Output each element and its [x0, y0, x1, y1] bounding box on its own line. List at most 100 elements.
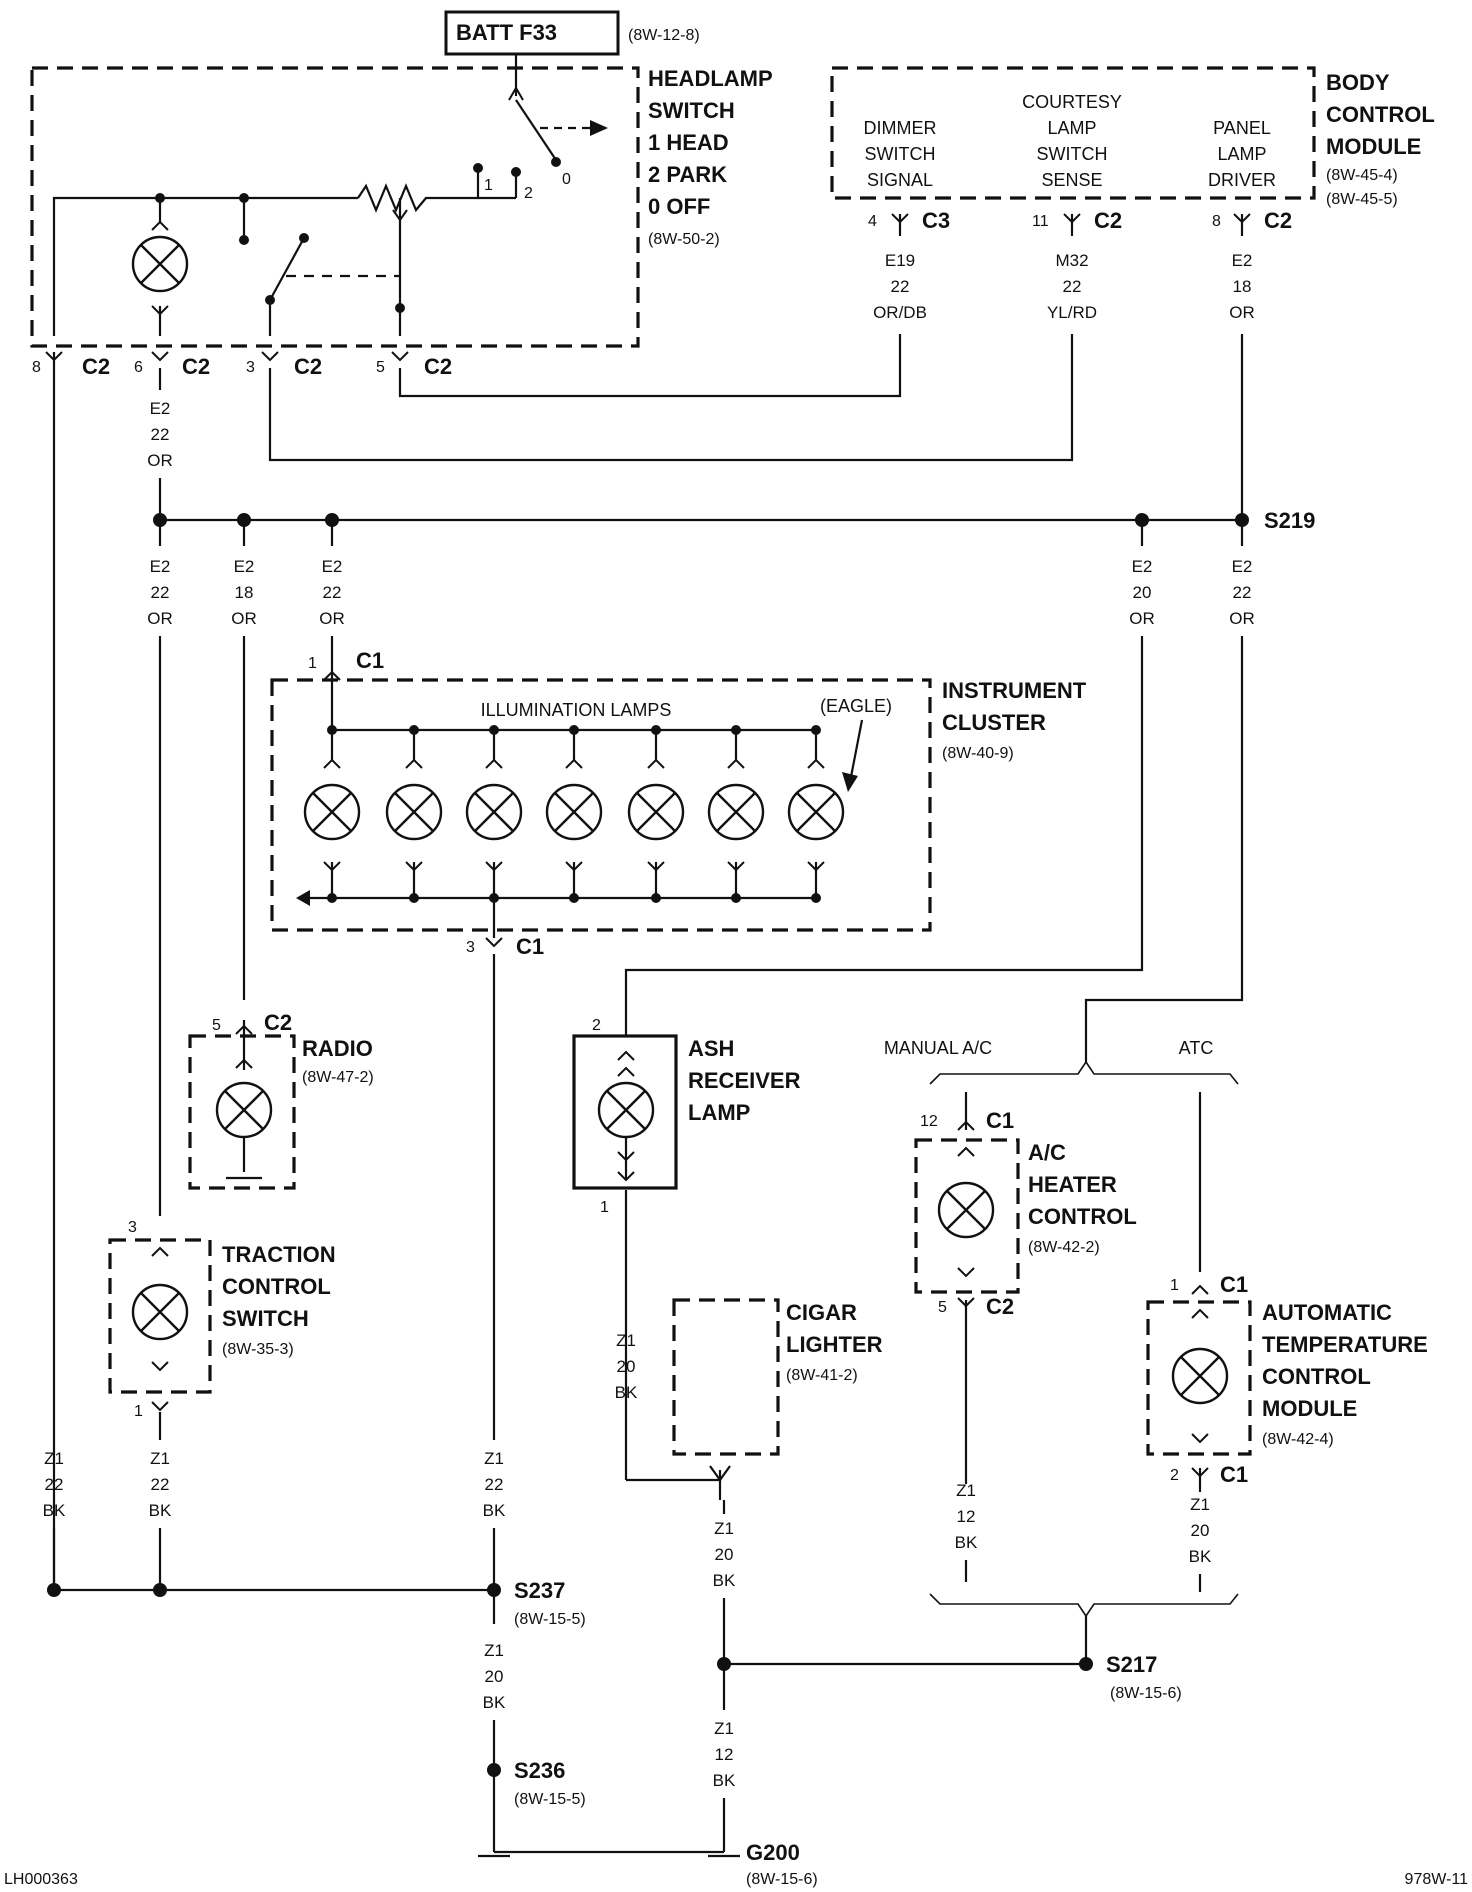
gw6-gauge: 12 — [957, 1507, 976, 1526]
cluster-pin-3: 3 — [466, 939, 475, 956]
ground-wires: Z1 22 BK Z1 22 BK Z1 22 BK Z1 20 BK Z1 2… — [43, 1331, 1239, 1664]
bcm-title-2: CONTROL — [1326, 102, 1435, 127]
headlamp-title-1: HEADLAMP — [648, 66, 773, 91]
gw4-code: Z1 — [616, 1331, 636, 1350]
splice-s237: S237 — [514, 1578, 565, 1603]
cluster-conn-c1-bottom: C1 — [516, 934, 544, 959]
gw4-gauge: 20 — [617, 1357, 636, 1376]
headlamp-pos-off: 0 OFF — [648, 194, 710, 219]
cluster-title-1: INSTRUMENT — [942, 678, 1087, 703]
splice-s217-ref: (8W-15-6) — [1110, 1685, 1182, 1702]
illumination-lamp — [303, 725, 361, 903]
gw8-color: BK — [483, 1693, 506, 1712]
wire-bcm-e2-color: OR — [1229, 303, 1255, 322]
wire-bcm-e2-gauge: 18 — [1233, 277, 1252, 296]
wire-drop4-gauge: 20 — [1133, 583, 1152, 602]
bcm-courtesy-2: LAMP — [1047, 118, 1096, 138]
gw1-gauge: 22 — [45, 1475, 64, 1494]
body-control-module: BODY CONTROL MODULE (8W-45-4) (8W-45-5) … — [830, 66, 1435, 322]
wire-drop2-gauge: 18 — [235, 583, 254, 602]
gw2-color: BK — [149, 1501, 172, 1520]
atc-title-1: AUTOMATIC — [1262, 1300, 1392, 1325]
atc-title-3: CONTROL — [1262, 1364, 1371, 1389]
gw5-color: BK — [713, 1571, 736, 1590]
wire-m32-color: YL/RD — [1047, 303, 1097, 322]
cigar-lighter: CIGAR LIGHTER (8W-41-2) — [626, 1298, 883, 1500]
cluster-eagle-label: (EAGLE) — [820, 696, 892, 716]
bus-drops: E2 22 OR E2 18 OR E2 22 OR E2 20 OR E2 2… — [147, 520, 1255, 1216]
wire-m32-code: M32 — [1055, 251, 1088, 270]
bcm-pin-11: 11 — [1032, 213, 1049, 230]
headlamp-connectors: 8 C2 6 C2 3 C2 5 C2 — [32, 351, 452, 1590]
splices: S237 (8W-15-5) Z1 20 BK S236 (8W-15-5) S… — [47, 1578, 1182, 1888]
ac-heater-control: 12 C1 5 C2 A/C HEATER CONTROL (8W-42-2) — [914, 1108, 1137, 1484]
gw6-code: Z1 — [956, 1481, 976, 1500]
traction-pin-3: 3 — [128, 1219, 137, 1236]
wire-drop1-code: E2 — [150, 557, 171, 576]
bcm-courtesy-3: SWITCH — [1037, 144, 1108, 164]
gw9-code: Z1 — [714, 1719, 734, 1738]
bcm-pin-8: 8 — [1212, 213, 1221, 230]
headlamp-switch: HEADLAMP SWITCH 1 HEAD 2 PARK 0 OFF (8W-… — [30, 54, 773, 348]
atc-pin-2: 2 — [1170, 1467, 1179, 1484]
radio-ref: (8W-47-2) — [302, 1069, 374, 1086]
bcm-panel-1: PANEL — [1213, 118, 1271, 138]
ash-pin-1: 1 — [600, 1199, 609, 1216]
bcm-panel-2: LAMP — [1217, 144, 1266, 164]
illumination-lamp — [465, 725, 523, 903]
switch-pos-1: 1 — [484, 177, 493, 194]
ac-manual-label: MANUAL A/C — [884, 1038, 992, 1058]
gw5-code: Z1 — [714, 1519, 734, 1538]
cluster-lamps — [303, 725, 845, 903]
radio-pin-5: 5 — [212, 1017, 221, 1034]
cigar-ref: (8W-41-2) — [786, 1367, 858, 1384]
pin-5: 5 — [376, 359, 385, 376]
wire-drop2-color: OR — [231, 609, 257, 628]
wire-drop4-color: OR — [1129, 609, 1155, 628]
cluster-ref: (8W-40-9) — [942, 745, 1014, 762]
cluster-conn-c1-top: C1 — [356, 648, 384, 673]
atc-pin-1: 1 — [1170, 1277, 1179, 1294]
gw2-code: Z1 — [150, 1449, 170, 1468]
splice-s217: S217 — [1106, 1652, 1157, 1677]
bcm-ref-1: (8W-45-4) — [1326, 167, 1398, 184]
headlamp-title-2: SWITCH — [648, 98, 735, 123]
wire-drop3-code: E2 — [322, 557, 343, 576]
atc-title-2: TEMPERATURE — [1262, 1332, 1428, 1357]
ground-g200-ref: (8W-15-6) — [746, 1871, 818, 1888]
traction-pin-1: 1 — [134, 1403, 143, 1420]
illumination-lamp — [385, 725, 443, 903]
cluster-pin-1: 1 — [308, 655, 317, 672]
ac-title-2: HEATER — [1028, 1172, 1117, 1197]
bcm-ref-2: (8W-45-5) — [1326, 191, 1398, 208]
wire-drop3-gauge: 22 — [323, 583, 342, 602]
bcm-courtesy-1: COURTESY — [1022, 92, 1122, 112]
batt-label: BATT F33 — [456, 20, 557, 45]
instrument-cluster: INSTRUMENT CLUSTER (8W-40-9) ILLUMINATIO… — [270, 648, 1087, 1440]
ash-title-3: LAMP — [688, 1100, 750, 1125]
s219-bus: S219 — [153, 508, 1315, 533]
atc-ref: (8W-42-4) — [1262, 1431, 1334, 1448]
pin-6: 6 — [134, 359, 143, 376]
wire-drop4-code: E2 — [1132, 557, 1153, 576]
radio-title: RADIO — [302, 1036, 373, 1061]
illumination-lamp — [787, 725, 845, 903]
switch-pos-0: 0 — [562, 171, 571, 188]
gw2-gauge: 22 — [151, 1475, 170, 1494]
wire-e19-gauge: 22 — [891, 277, 910, 296]
gw7-code: Z1 — [1190, 1495, 1210, 1514]
wire-pin6-color: OR — [147, 451, 173, 470]
ac-conn-c1: C1 — [986, 1108, 1014, 1133]
traction-control-switch: 3 1 TRACTION CONTROL SWITCH (8W-35-3) — [108, 1219, 336, 1440]
ac-conn-c2: C2 — [986, 1294, 1014, 1319]
wire-pin6-code: E2 — [150, 399, 171, 418]
wire-drop5-code: E2 — [1232, 557, 1253, 576]
connector-c2-pin3: C2 — [294, 354, 322, 379]
bcm-panel-3: DRIVER — [1208, 170, 1276, 190]
ac-ref: (8W-42-2) — [1028, 1239, 1100, 1256]
wire-drop1-gauge: 22 — [151, 583, 170, 602]
bcm-dimmer-3: SIGNAL — [867, 170, 933, 190]
connector-c2-pin5: C2 — [424, 354, 452, 379]
splice-s236-ref: (8W-15-5) — [514, 1791, 586, 1808]
